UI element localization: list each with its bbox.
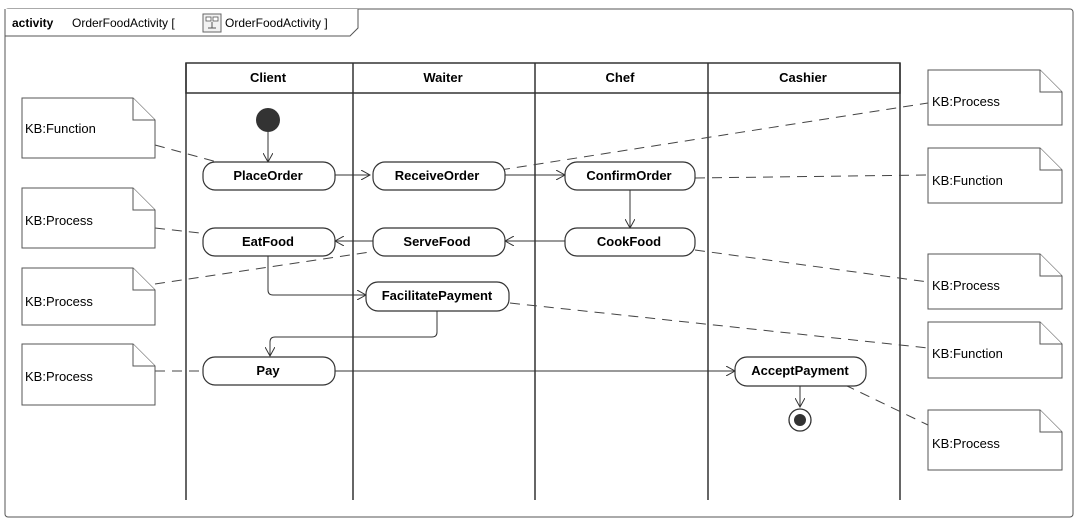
note-kb-process-right-1[interactable]: KB:Process [927,69,1063,126]
action-label: AcceptPayment [751,363,849,378]
action-label: EatFood [242,234,294,249]
note-text: KB:Function [932,346,1003,361]
action-label: CookFood [597,234,661,249]
action-cook-food[interactable]: CookFood [564,227,696,257]
note-kb-process-left-1[interactable]: KB:Process [21,187,156,249]
frame-title: OrderFoodActivity [ [72,16,175,30]
action-label: PlaceOrder [233,168,302,183]
action-pay[interactable]: Pay [202,356,336,386]
note-kb-function-left[interactable]: KB:Function [21,97,156,159]
action-accept-payment[interactable]: AcceptPayment [734,356,867,387]
lane-waiter: Waiter [423,70,462,85]
note-text: KB:Function [25,121,96,136]
note-anchors [154,102,929,426]
action-label: Pay [256,363,280,378]
lane-client: Client [250,70,287,85]
activity-frame: activity OrderFoodActivity [ OrderFoodAc… [4,8,1074,518]
action-receive-order[interactable]: ReceiveOrder [372,161,506,191]
note-kb-process-right-3[interactable]: KB:Process [927,409,1063,471]
frame-reference: OrderFoodActivity ] [225,16,328,30]
control-flows [268,132,800,407]
lane-cashier: Cashier [779,70,827,85]
action-label: FacilitatePayment [382,288,493,303]
swimlanes: Client Waiter Chef Cashier [185,62,901,500]
note-text: KB:Process [25,294,93,309]
note-kb-process-left-2[interactable]: KB:Process [21,267,156,326]
action-label: ReceiveOrder [395,168,480,183]
note-text: KB:Process [932,278,1000,293]
frame-keyword: activity [12,16,54,30]
action-place-order[interactable]: PlaceOrder [202,161,336,191]
note-text: KB:Function [932,173,1003,188]
note-kb-function-right-1[interactable]: KB:Function [927,147,1063,204]
note-text: KB:Process [932,94,1000,109]
action-confirm-order[interactable]: ConfirmOrder [564,161,696,191]
note-text: KB:Process [25,213,93,228]
note-text: KB:Process [25,369,93,384]
action-label: ServeFood [403,234,470,249]
action-serve-food[interactable]: ServeFood [372,227,506,257]
action-eat-food[interactable]: EatFood [202,227,336,257]
lane-chef: Chef [606,70,636,85]
action-label: ConfirmOrder [586,168,671,183]
final-node [788,408,812,432]
action-facilitate-payment[interactable]: FacilitatePayment [365,281,510,312]
note-kb-function-right-2[interactable]: KB:Function [927,321,1063,379]
note-kb-process-left-3[interactable]: KB:Process [21,343,156,406]
initial-node [256,108,280,132]
note-kb-process-right-2[interactable]: KB:Process [927,253,1063,310]
activity-diagram-icon [202,13,222,33]
note-text: KB:Process [932,436,1000,451]
